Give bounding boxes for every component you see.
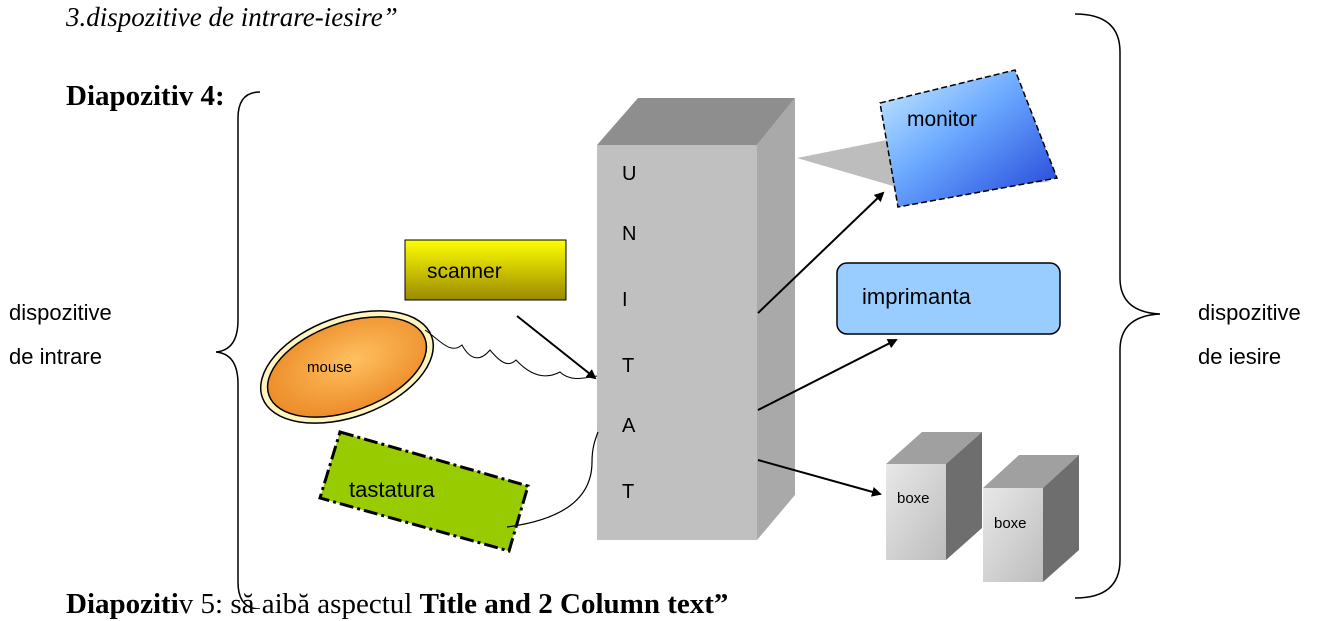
- footer-bold: Title and 2 Column text”: [419, 588, 729, 620]
- keyboard-label: tastatura: [349, 477, 435, 502]
- section-heading: 3.dispozitive de intrare-iesire”: [66, 2, 398, 32]
- unit-letter: U: [622, 163, 636, 185]
- monitor-arrow: [757, 191, 885, 314]
- unit-letter: A: [622, 415, 636, 437]
- mouse-body: [266, 316, 428, 418]
- input-group-label-line1: dispozitive: [9, 300, 112, 325]
- printer-box: [836, 262, 1061, 335]
- printer-arrow: [757, 339, 898, 411]
- slide-title: Diapozitiv 4:: [66, 80, 225, 112]
- left-brace: [215, 91, 261, 609]
- central-unit: [597, 98, 795, 540]
- keyboard-box: [318, 430, 530, 553]
- keyboard-cable: [506, 431, 599, 528]
- unit-letter: N: [622, 223, 636, 245]
- printer-label: imprimanta: [862, 284, 972, 309]
- speaker-arrow: [757, 459, 882, 497]
- footer-middle: v 5: să aibă aspectul: [178, 588, 420, 620]
- unit-top-face: [597, 98, 795, 145]
- footer-prefix: Diapoziti: [66, 588, 179, 620]
- scanner-box: [404, 239, 567, 301]
- unit-front-face: [597, 145, 757, 540]
- footer-text: Diapozitiv 5: să aibă aspectul Title and…: [66, 588, 728, 621]
- input-group-label-line2: de intrare: [9, 344, 102, 369]
- output-group-label-line2: de iesire: [1198, 344, 1282, 369]
- mouse-cable: [424, 329, 598, 379]
- speaker-2: [983, 455, 1079, 582]
- unit-side-face: [757, 98, 795, 540]
- right-brace: [1074, 13, 1161, 599]
- monitor-body: [879, 69, 1059, 208]
- output-group-label-line1: dispozitive: [1198, 300, 1301, 325]
- scanner-arrow: [516, 315, 597, 380]
- mouse-label: mouse: [307, 359, 352, 376]
- speaker-1: [886, 432, 982, 560]
- unit-letter: T: [622, 481, 634, 503]
- scanner-label: scanner: [427, 260, 502, 283]
- speaker-2-label: boxe: [994, 515, 1027, 532]
- unit-letter: T: [622, 355, 634, 377]
- unit-letter: I: [622, 289, 628, 311]
- speaker-1-label: boxe: [897, 490, 930, 507]
- monitor-label: monitor: [907, 108, 977, 131]
